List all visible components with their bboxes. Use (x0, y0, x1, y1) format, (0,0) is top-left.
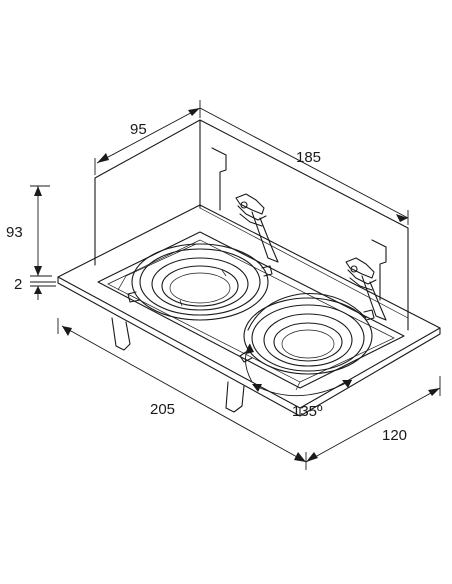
dimension-93 (30, 185, 52, 277)
lamp-ring-left (127, 243, 273, 321)
spring-clip-right (345, 257, 387, 321)
dimension-185 (199, 107, 409, 225)
bottom-legs (111, 317, 245, 413)
tilt-arc (245, 343, 353, 397)
label-length-bottom: 205 (150, 401, 175, 418)
dimension-95 (94, 100, 201, 175)
label-flange: 2 (14, 276, 22, 293)
label-tilt-angle: 135º (292, 403, 323, 420)
lamp-ring-right (239, 292, 375, 375)
label-depth: 95 (130, 121, 147, 138)
dimension-120 (305, 376, 441, 463)
label-height: 93 (6, 224, 23, 241)
housing-box (94, 119, 409, 331)
spring-clip-left (235, 193, 279, 263)
dimension-2 (30, 281, 56, 300)
label-length-top: 185 (296, 149, 321, 166)
trim-frame (57, 204, 441, 417)
dimension-205 (57, 318, 307, 470)
label-width-bottom: 120 (382, 427, 407, 444)
